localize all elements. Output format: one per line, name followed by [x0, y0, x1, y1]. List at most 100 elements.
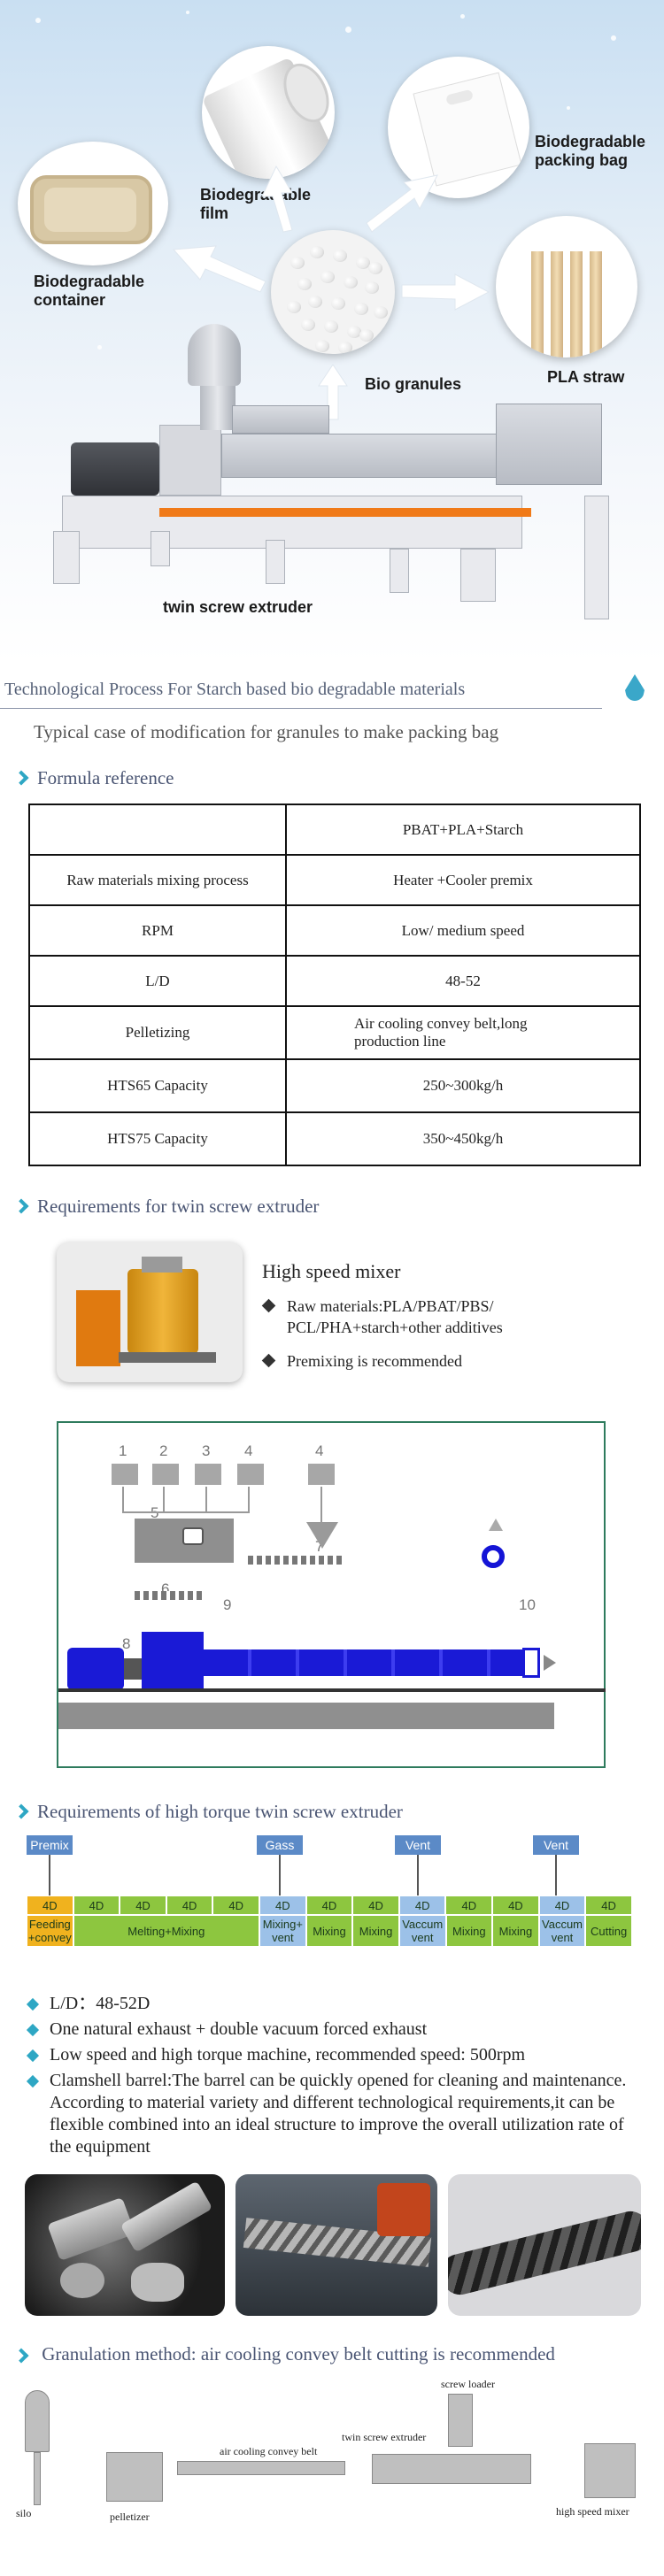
container-label: Biodegradable container	[34, 273, 145, 309]
straw-shape	[590, 251, 602, 358]
granule-shape	[310, 246, 324, 258]
hopper-box-1	[112, 1464, 138, 1485]
line-mixer-label: high speed mixer	[556, 2505, 629, 2518]
zone-length-cell: 4D	[585, 1895, 632, 1915]
zone-function-cell: Mixing	[492, 1915, 539, 1947]
zone-length-cell: 4D	[492, 1895, 539, 1915]
process-flow-diagram: 1 2 3 4 5 6 7 8 9 10 4	[57, 1421, 606, 1768]
screw-loader-shape	[448, 2394, 473, 2447]
granule-shape	[331, 297, 345, 310]
vent-arrow-icon	[489, 1519, 503, 1531]
machine-leg	[266, 540, 285, 584]
diagram-line	[320, 1487, 322, 1522]
mixer-point: Raw materials:PLA/PBAT/PBS/ PCL/PHA+star…	[262, 1296, 634, 1338]
high-speed-mixer-image	[57, 1242, 243, 1382]
straw-shape	[570, 251, 583, 358]
chevron-right-icon	[13, 1803, 29, 1819]
zone-length-cell: 4D	[538, 1895, 586, 1915]
zone-length-cell: 4D	[259, 1895, 306, 1915]
snow-speck	[35, 18, 41, 23]
diagram-number: 4	[244, 1442, 253, 1459]
zone-length-cell: 4D	[27, 1895, 73, 1915]
screw-shaft-photo	[448, 2174, 641, 2316]
zone-function-cell: Mixing+ vent	[259, 1915, 306, 1947]
zone-length-cell: 4D	[445, 1895, 493, 1915]
screw-element-shape	[60, 2263, 104, 2298]
chevron-right-icon	[13, 2348, 29, 2364]
formula-param-cell: RPM	[28, 904, 287, 957]
mixer-base-shape	[119, 1352, 216, 1363]
formula-value-cell: 48-52	[285, 955, 641, 1007]
diagram-number: 10	[519, 1596, 536, 1613]
extruder-label: twin screw extruder	[163, 598, 313, 616]
granule-shape	[287, 301, 301, 313]
machine-gearbox	[159, 425, 221, 496]
film-image	[202, 46, 335, 179]
mixer-cabinet-shape	[76, 1290, 120, 1366]
formula-param-cell: Pelletizing	[28, 1005, 287, 1060]
screw-elements-photo	[25, 2174, 225, 2316]
diagram-number: 8	[122, 1635, 131, 1652]
hopper-box-4	[237, 1464, 264, 1485]
granule-shape	[356, 257, 370, 269]
machine-hopper	[188, 324, 241, 386]
silo-shape	[25, 2390, 50, 2452]
zone-function-cell: Vaccum vent	[398, 1915, 446, 1947]
snow-speck	[97, 345, 102, 350]
zone-tag-vent-1: Vent	[395, 1835, 441, 1855]
formula-value-cell: Air cooling convey belt,long production …	[285, 1005, 641, 1060]
diagram-number: 3	[202, 1442, 211, 1459]
vacuum-pump-icon	[482, 1545, 505, 1568]
zone-stem	[49, 1855, 50, 1895]
formula-heading: Formula reference	[0, 759, 664, 796]
belt-label: air cooling convey belt	[220, 2445, 318, 2457]
granulation-heading: Granulation method: air cooling convey b…	[0, 2342, 664, 2365]
formula-row: PBAT+PLA+Starch	[28, 804, 641, 856]
formula-param-cell	[28, 804, 287, 856]
zone-stem	[417, 1855, 419, 1895]
granule-shape	[290, 257, 305, 269]
formula-heading-text: Formula reference	[37, 766, 174, 788]
machine-orange-rail	[159, 508, 531, 517]
granule-shape	[315, 340, 329, 352]
zone-function-cell: Cutting	[585, 1915, 632, 1947]
granule-shape	[347, 326, 361, 338]
chevron-right-icon	[13, 770, 29, 786]
granule-shape	[354, 303, 368, 315]
granule-shape	[338, 342, 352, 354]
diagram-number: 4	[315, 1442, 324, 1459]
zone-length-cell: 4D	[166, 1895, 213, 1915]
hopper-box-side	[308, 1464, 335, 1485]
screw-flight-shape	[448, 2207, 641, 2299]
pelletizer-label: pelletizer	[110, 2511, 150, 2523]
zone-function-cell: Mixing	[445, 1915, 493, 1947]
diagram-number: 9	[223, 1596, 232, 1613]
diagram-line	[122, 1511, 250, 1513]
torque-bullet: L/D：48-52D	[27, 1993, 629, 2015]
convey-belt-shape	[177, 2461, 345, 2475]
granule-shape	[359, 329, 374, 342]
mixer-title: High speed mixer	[262, 1260, 401, 1282]
zone-stem	[279, 1855, 281, 1895]
diagram-baseline	[58, 1688, 606, 1692]
machine-leg	[53, 531, 80, 584]
snow-speck	[186, 11, 189, 14]
snow-speck	[460, 14, 465, 19]
process-title: Technological Process For Starch based b…	[4, 680, 466, 699]
formula-param-cell: L/D	[28, 955, 287, 1007]
clamshell-barrel-photo	[235, 2174, 437, 2316]
diagram-line	[163, 1487, 165, 1513]
diagram-number: 2	[159, 1442, 168, 1459]
container-inner-shape	[44, 188, 136, 232]
straw-shape	[531, 251, 544, 358]
requirements-heading-text: Requirements for twin screw extruder	[37, 1195, 320, 1217]
granules-label: Bio granules	[365, 375, 462, 393]
torque-section: Requirements of high torque twin screw e…	[0, 1793, 664, 2523]
diagram-number: 6	[161, 1580, 170, 1597]
granule-shape	[368, 262, 382, 274]
machine-leg	[584, 496, 609, 619]
